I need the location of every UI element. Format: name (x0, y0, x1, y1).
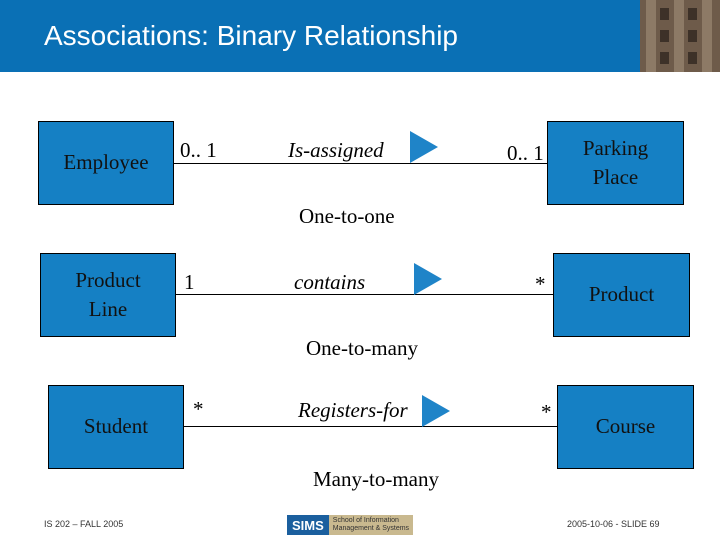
footer-slide-number: 2005-10-06 - SLIDE 69 (567, 519, 660, 529)
building-photo (640, 0, 720, 72)
entity-label: Course (595, 414, 656, 439)
relationship-type-caption: One-to-many (306, 336, 418, 360)
entity-label: Parking Place (582, 135, 649, 189)
association-line (184, 426, 557, 427)
entity-label: Employee (63, 150, 149, 175)
direction-arrow-icon (410, 131, 438, 163)
entity-course: Course (557, 385, 694, 469)
entity-label: Product Line (75, 267, 141, 321)
multiplicity-left: 0.. 1 (180, 138, 217, 162)
logo-subtext: School of Information Management & Syste… (328, 515, 414, 535)
multiplicity-right: * (535, 272, 546, 296)
entity-product-line: Product Line (40, 253, 176, 337)
multiplicity-left: 1 (184, 270, 195, 294)
multiplicity-left: * (193, 397, 204, 421)
multiplicity-right: 0.. 1 (507, 141, 544, 165)
entity-employee: Employee (38, 121, 174, 205)
association-line (174, 163, 547, 164)
relationship-name: Is-assigned (288, 138, 384, 162)
sims-logo: SIMS School of Information Management & … (287, 515, 414, 535)
slide-title: Associations: Binary Relationship (44, 20, 458, 51)
entity-product: Product (553, 253, 690, 337)
entity-student: Student (48, 385, 184, 469)
multiplicity-right: * (541, 400, 552, 424)
direction-arrow-icon (414, 263, 442, 295)
relationship-type-caption: Many-to-many (313, 467, 439, 491)
relationship-name: Registers-for (298, 398, 408, 422)
footer-course: IS 202 – FALL 2005 (44, 519, 124, 529)
relationship-type-caption: One-to-one (299, 204, 395, 228)
title-bar: Associations: Binary Relationship (0, 0, 720, 72)
relationship-name: contains (294, 270, 366, 294)
entity-parking-place: Parking Place (547, 121, 684, 205)
entity-label: Student (83, 414, 149, 439)
entity-label: Product (588, 282, 655, 307)
direction-arrow-icon (422, 395, 450, 427)
association-line (176, 294, 553, 295)
logo-text: SIMS (287, 515, 329, 535)
